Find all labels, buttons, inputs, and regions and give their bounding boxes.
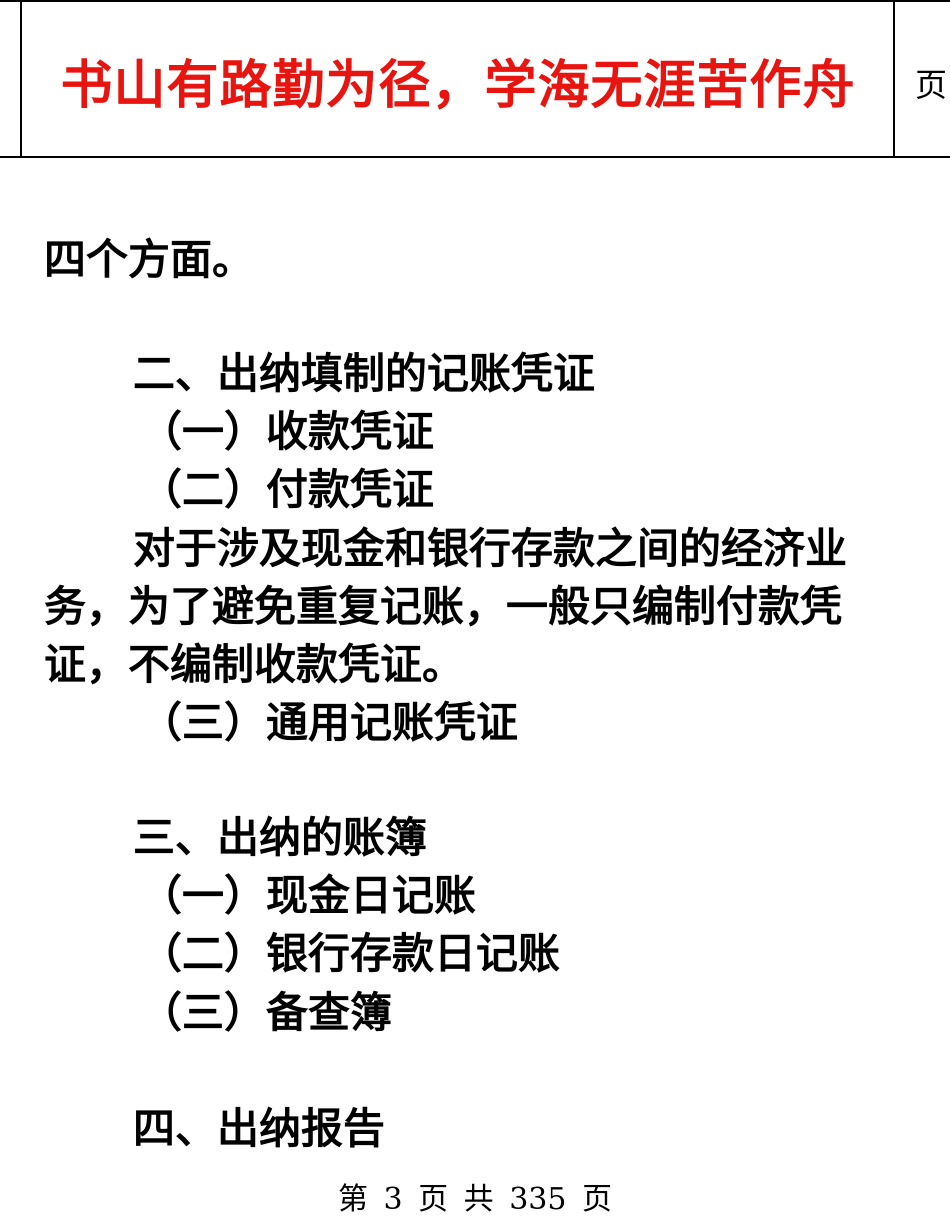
section-heading-4: 四、出纳报告	[133, 1104, 386, 1153]
paragraph-line-2: 务，为了避免重复记账，一般只编制付款凭	[44, 582, 843, 631]
header-side-label: 页	[915, 66, 948, 104]
page-footer: 第 3 页 共 335 页	[337, 1182, 613, 1217]
paragraph-line-1: 对于涉及现金和银行存款之间的经济业	[133, 524, 848, 573]
header-right-divider	[893, 2, 895, 158]
subitem-3-3: （三）备查簿	[140, 988, 393, 1037]
paragraph-line-3: 证，不编制收款凭证。	[44, 640, 465, 689]
subitem-2-1: （一）收款凭证	[140, 407, 435, 456]
header-left-divider	[20, 2, 22, 158]
section-heading-2: 二、出纳填制的记账凭证	[133, 349, 596, 398]
subitem-2-2: （二）付款凭证	[140, 465, 435, 514]
subitem-2-3: （三）通用记账凭证	[140, 698, 519, 747]
text-line-intro: 四个方面。	[44, 235, 255, 284]
header-box: 书山有路勤为径，学海无涯苦作舟 页	[0, 0, 950, 158]
motto-title: 书山有路勤为径，学海无涯苦作舟	[60, 54, 856, 116]
section-heading-3: 三、出纳的账簿	[133, 813, 428, 862]
subitem-3-2: （二）银行存款日记账	[140, 929, 561, 978]
subitem-3-1: （一）现金日记账	[140, 871, 477, 920]
